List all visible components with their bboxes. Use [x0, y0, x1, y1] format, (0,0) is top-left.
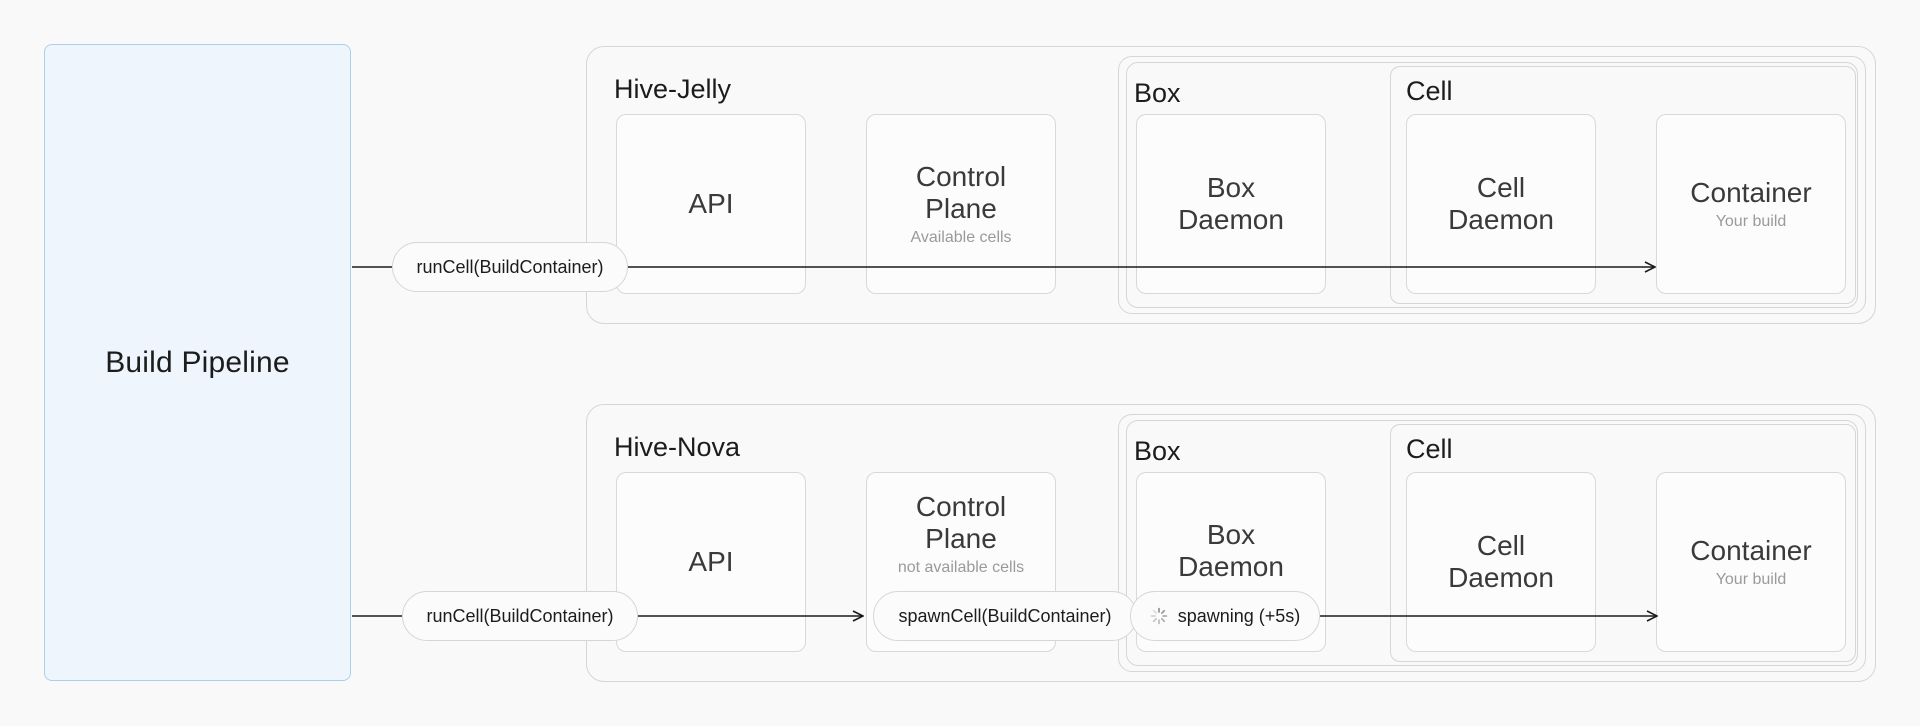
api-card-jelly: API: [616, 114, 806, 294]
box-frame-inner-jelly: [1126, 62, 1858, 308]
cell-label-nova: Cell: [1406, 434, 1453, 464]
box-frame-inner-nova: [1126, 420, 1858, 666]
box-daemon-card-jelly: Box Daemon: [1136, 114, 1326, 294]
control-plane-card-jelly: Control Plane Available cells: [866, 114, 1056, 294]
box-frame-jelly: [1118, 56, 1866, 314]
container-title: Container: [1690, 177, 1812, 208]
api-card-nova: API: [616, 472, 806, 652]
cell-frame-nova: [1390, 424, 1856, 662]
cell-label-jelly: Cell: [1406, 76, 1453, 106]
spawning-status-pill: spawning (+5s): [1130, 591, 1320, 641]
api-title: API: [688, 546, 734, 577]
box-label-nova: Box: [1134, 436, 1181, 466]
box-frame-nova: [1118, 414, 1866, 672]
hive-jelly-label: Hive-Jelly: [614, 74, 732, 104]
box-daemon-title: Box Daemon: [1178, 172, 1284, 235]
build-pipeline-box: Build Pipeline: [44, 44, 351, 681]
box-daemon-title: Box Daemon: [1178, 519, 1284, 582]
cell-daemon-card-jelly: Cell Daemon: [1406, 114, 1596, 294]
api-title: API: [688, 188, 734, 219]
control-plane-subtitle: Available cells: [910, 229, 1012, 246]
control-plane-title: Control Plane: [915, 491, 1007, 554]
build-pipeline-label: Build Pipeline: [105, 345, 290, 379]
spawning-status-text: spawning (+5s): [1177, 605, 1301, 626]
container-title: Container: [1690, 535, 1812, 566]
cell-daemon-title: Cell Daemon: [1448, 530, 1554, 593]
run-cell-pill-jelly: runCell(BuildContainer): [392, 242, 628, 292]
cell-frame-jelly: [1390, 66, 1856, 304]
control-plane-subtitle: not available cells: [897, 559, 1025, 576]
run-cell-call: runCell(BuildContainer): [416, 256, 604, 277]
container-subtitle: Your build: [1715, 571, 1787, 588]
cell-daemon-title: Cell Daemon: [1448, 172, 1554, 235]
loading-spinner-icon: [1150, 607, 1168, 625]
run-cell-pill-nova: runCell(BuildContainer): [402, 591, 638, 641]
control-plane-title: Control Plane: [915, 161, 1007, 224]
box-label-jelly: Box: [1134, 78, 1181, 108]
container-card-nova: Container Your build: [1656, 472, 1846, 652]
spawn-cell-call: spawnCell(BuildContainer): [898, 605, 1112, 626]
run-cell-call: runCell(BuildContainer): [426, 605, 614, 626]
container-subtitle: Your build: [1715, 213, 1787, 230]
hive-nova-label: Hive-Nova: [614, 432, 741, 462]
spawn-cell-pill-nova: spawnCell(BuildContainer): [873, 591, 1137, 641]
cell-daemon-card-nova: Cell Daemon: [1406, 472, 1596, 652]
container-card-jelly: Container Your build: [1656, 114, 1846, 294]
